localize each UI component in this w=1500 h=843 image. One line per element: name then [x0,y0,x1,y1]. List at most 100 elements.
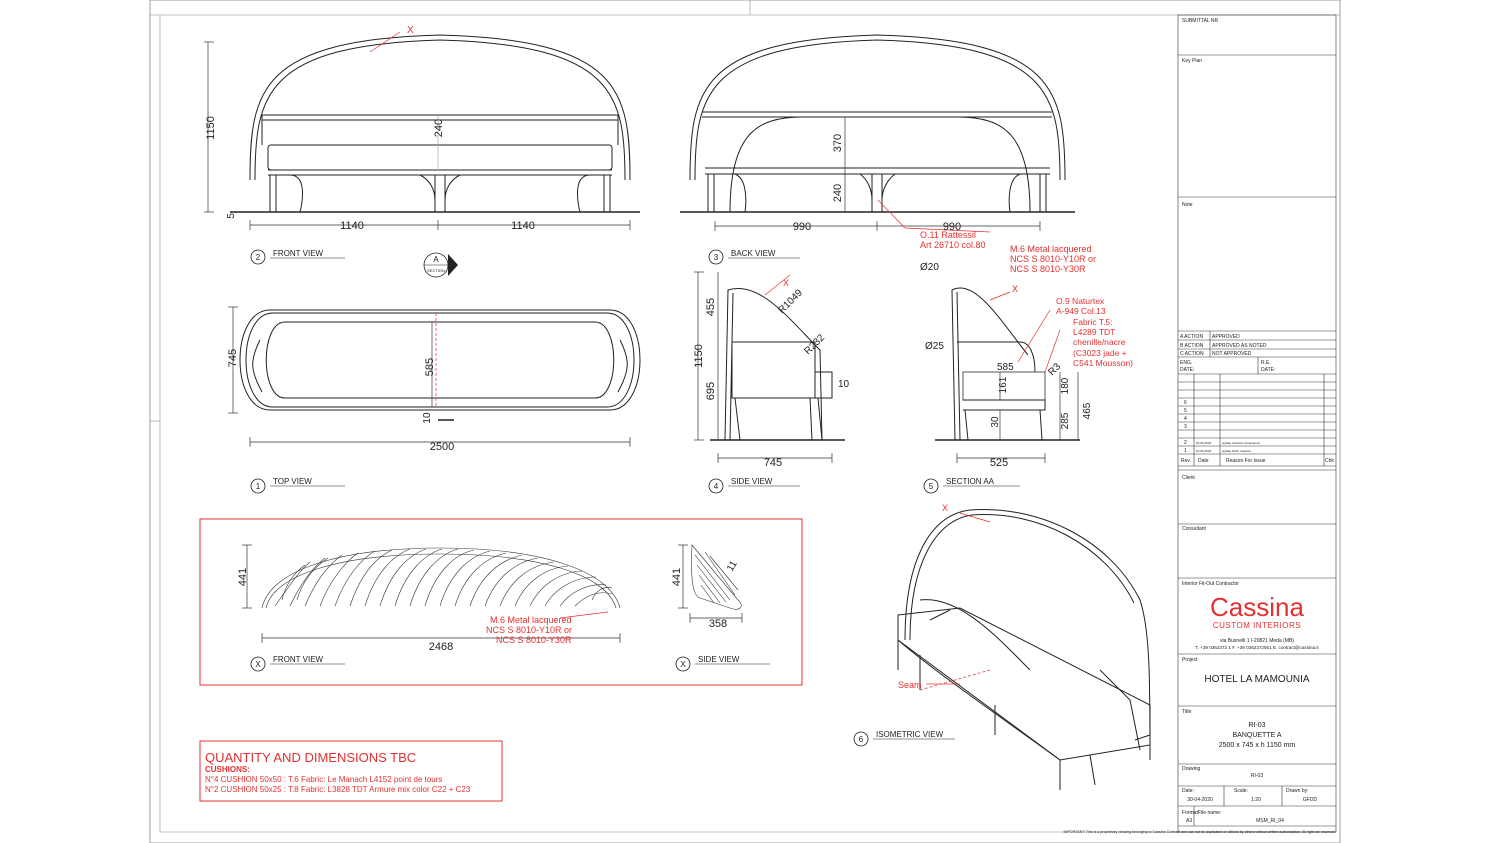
side-dim-upper: 455 [705,298,717,316]
x-side-view-label: X SIDE VIEW [675,655,770,672]
svg-text:10-06-2020: 10-06-2020 [1196,449,1212,453]
section-marker: A SECTION [423,252,458,278]
title-block-text: SUBMITTAL NR Key Plan Note A ACTION APPR… [1180,18,1334,824]
annotation-t5: Fabric T.5: L4289 TDT chenille/nacre (C3… [1073,317,1133,368]
x-side-view [691,544,742,610]
side-view-title: SIDE VIEW [731,477,773,486]
svg-text:O.11 Rattessil: O.11 Rattessil [920,230,976,240]
svg-text:6: 6 [1184,400,1187,406]
front-note-x: X [407,25,414,36]
tb-contractor-label: Interior Fit-Out Contractor [1182,581,1239,587]
iso-note-x: X [942,503,948,513]
back-dim-left: 990 [793,221,811,233]
front-dim-right: 1140 [511,220,535,232]
tb-action-a-code: A ACTION [1180,334,1203,340]
x-side-dims [678,544,743,623]
tb-date: 30-04-2020 [1187,797,1213,803]
side-dim-ten: 10 [838,379,850,390]
tb-scale-label: Scale: [1234,788,1248,794]
section-dim-seat: 585 [997,362,1014,373]
svg-text:2: 2 [1184,440,1187,446]
tb-drawing-label: Drawing [1182,766,1201,772]
svg-text:NCS S 8010-Y30R: NCS S 8010-Y30R [496,635,572,645]
tb-key-plan: Key Plan [1182,58,1202,64]
svg-text:SECTION: SECTION [427,268,445,273]
tb-action-c-code: C ACTION [1180,351,1204,357]
x-front-view-title: FRONT VIEW [273,655,324,664]
sheet-frame [149,0,1341,843]
front-view-title: FRONT VIEW [273,249,324,258]
tb-file-label: File name: [1198,810,1221,816]
back-view [680,34,1075,213]
svg-text:update cushions dimensions: update cushions dimensions [1222,441,1260,445]
tb-action-a-text: APPROVED [1212,334,1240,340]
annotation-o9: O.9 Naturtex A-949 Col.13 [1056,296,1106,316]
front-view [230,34,640,213]
x-side-dim-width: 358 [709,618,727,630]
tb-eng-date: DATE: [1180,367,1194,373]
svg-text:chenille/nacre: chenille/nacre [1073,337,1126,347]
svg-text:1: 1 [256,482,261,491]
tb-rev-header-chk: Chk [1325,458,1334,464]
svg-text:6: 6 [859,735,864,744]
tb-rev-header-rev: Rev. [1181,458,1191,464]
tb-brand-sub: CUSTOM INTERIORS [1213,621,1301,630]
svg-text:A-949 Col.13: A-949 Col.13 [1056,306,1106,316]
top-view [239,309,641,411]
back-dim-lower: 240 [832,184,844,202]
quantity-box [199,740,503,802]
tb-file: MSM_RI_04 [1256,818,1284,824]
annotation-o11: O.11 Rattessil Art 26710 col.80 [920,230,986,250]
tb-scale: 1:20 [1251,797,1261,803]
tb-drawn-label: Drawn by: [1286,788,1309,794]
section-dim-465: 465 [1082,402,1093,419]
iso-view-label: 6 ISOMETRIC VIEW [853,730,955,747]
back-dim-upper: 370 [832,134,844,152]
tb-eng: ENG. [1180,360,1192,366]
svg-text:4: 4 [1184,416,1187,422]
side-view-dims [694,271,833,463]
tb-footer: IMPORTANT: This is a proprietary drawing… [1064,830,1336,834]
back-view-label: 3 BACK VIEW [708,249,800,265]
x-front-dim-width: 2468 [429,641,453,653]
svg-text:L4289 TDT: L4289 TDT [1073,327,1115,337]
top-dim-depth: 745 [227,349,239,367]
svg-text:2: 2 [256,253,261,262]
side-view [710,288,845,441]
tb-client: Client [1182,475,1195,481]
top-dim-width: 2500 [430,441,454,453]
svg-text:update finish material: update finish material [1222,449,1251,453]
x-front-dims [242,544,621,643]
section-dia-arm: Ø25 [925,341,944,352]
svg-text:M.6 Metal lacquered: M.6 Metal lacquered [1010,244,1092,254]
svg-text:4: 4 [714,482,719,491]
front-view-label: 2 FRONT VIEW [250,249,345,265]
tb-rev-header-reason: Reason For Issue [1226,458,1266,464]
tb-format: A3 [1186,818,1192,824]
section-radius: R3 [1046,361,1063,378]
tb-drawn: GFDD [1303,797,1318,803]
quantity-line-2: N°2 CUSHION 50x25 : T.8 Fabric: L3828 TD… [205,785,471,794]
front-dim-back: 240 [433,119,445,137]
annotation-m6: M.6 Metal lacquered NCS S 8010-Y10R or N… [1010,244,1096,274]
quantity-line-1: N°4 CUSHION 50x50 : T.6 Fabric: Le Manac… [205,775,442,784]
title-block [1177,14,1337,833]
front-view-dims [204,31,631,230]
section-dim-180: 180 [1060,377,1071,394]
svg-text:NCS S 8010-Y30R: NCS S 8010-Y30R [1010,264,1086,274]
section-view-title: SECTION AA [946,477,995,486]
side-radius-top: R1049 [776,287,805,316]
tb-title-3: 2500 x 745 x h 1150 mm [1219,742,1296,749]
front-dim-height: 1150 [205,116,217,140]
tb-address: via Busnelli 1 I-20821 Meda (MB) [1220,638,1294,644]
tb-action-b-code: B ACTION [1180,343,1204,349]
isometric-view [897,509,1151,790]
x-side-dim-11: 11 [725,559,740,574]
tb-rev-header-date: Date [1198,458,1209,464]
svg-text:5: 5 [1184,408,1187,414]
section-dim-cushion: 161 [998,376,1009,393]
tb-format-label: Format: [1182,810,1199,816]
tb-date-label: Date: [1182,788,1194,794]
x-side-view-title: SIDE VIEW [698,655,740,664]
tb-re-date: DATE: [1261,367,1275,373]
